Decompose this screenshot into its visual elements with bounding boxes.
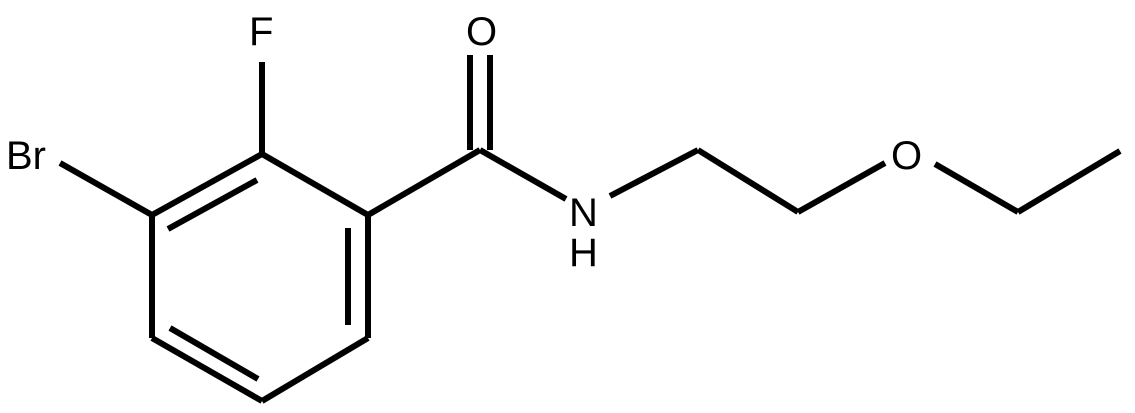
ring-bond-c4-c5	[150, 335, 264, 404]
bond-carbonyl-nitrogen	[478, 147, 568, 202]
ring-bond-c2-c3	[150, 151, 264, 218]
ring-bond-c1-c2	[260, 151, 370, 218]
atom-label-ether-oxygen: O	[891, 134, 922, 178]
ring-inner-bond-c2-c3	[166, 177, 259, 232]
bond-c3-bromine	[58, 160, 154, 218]
bond-ch2-ch3	[1016, 148, 1122, 215]
atom-labels: Br F O N H O	[6, 10, 922, 275]
bond-nitrogen-ch2	[608, 147, 700, 199]
atom-label-bromine: Br	[6, 134, 46, 178]
substituent-bonds	[58, 55, 1122, 218]
ring-bond-c5-c6	[260, 335, 370, 404]
atom-label-hydrogen: H	[569, 231, 598, 275]
benzene-ring	[149, 151, 371, 404]
bond-ether-oxygen-ch2	[933, 161, 1020, 215]
bond-c1-carbonyl	[366, 147, 482, 218]
ring-inner-bond-c4-c5	[168, 325, 260, 382]
atom-label-nitrogen: N	[569, 191, 598, 235]
bond-ch2-ether-oxygen	[796, 160, 887, 215]
atom-label-fluorine: F	[249, 10, 273, 54]
bond-ch2-ch2	[696, 147, 800, 215]
atom-label-carbonyl-oxygen: O	[466, 10, 497, 54]
